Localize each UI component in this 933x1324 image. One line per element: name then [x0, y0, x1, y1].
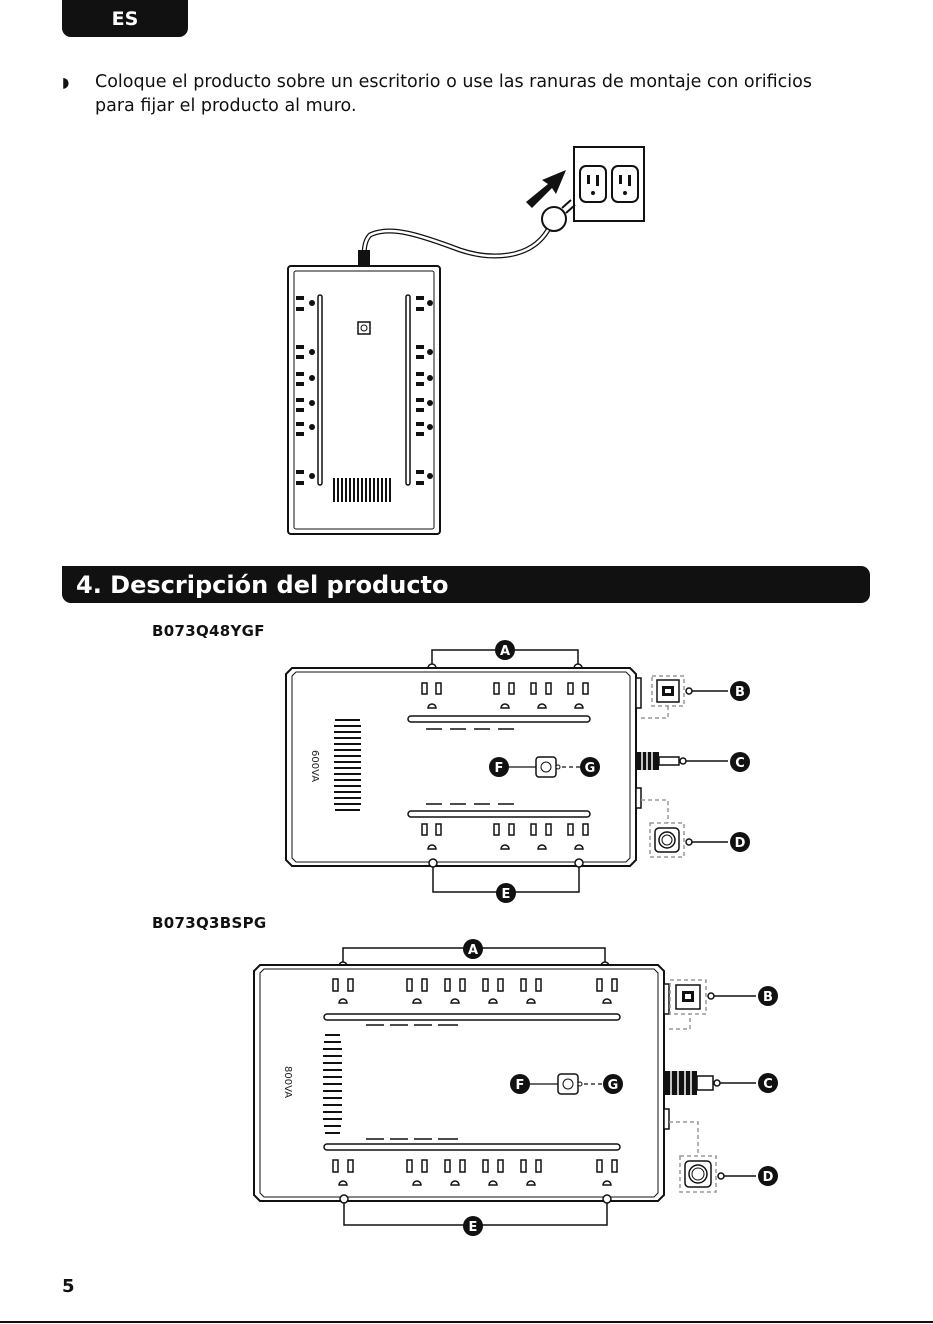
section-title: 4. Descripción del producto: [62, 566, 870, 603]
callout-g-2: G: [608, 1078, 619, 1093]
callout-f-2: F: [516, 1078, 525, 1093]
capacity-label-1: 600VA: [309, 750, 320, 782]
callout-c: C: [735, 756, 745, 771]
callout-a-2: A: [468, 943, 478, 958]
callout-b: B: [735, 685, 745, 700]
callout-g: G: [585, 761, 596, 776]
intro-bullet: ◗ Coloque el producto sobre un escritori…: [62, 70, 862, 118]
callout-b-2: B: [763, 990, 773, 1005]
bottom-rule: [0, 1321, 933, 1323]
callout-f: F: [495, 761, 504, 776]
callout-a: A: [500, 644, 510, 659]
product-diagram-2: A 800VA: [248, 934, 788, 1244]
callout-c-2: C: [763, 1077, 773, 1092]
callout-d: D: [735, 836, 746, 851]
callout-d-2: D: [763, 1170, 774, 1185]
model-name-1: B073Q48YGF: [152, 622, 265, 640]
capacity-label-2: 800VA: [282, 1066, 293, 1098]
language-tab: ES: [62, 0, 188, 37]
wall-mount-illustration: [280, 140, 660, 540]
product-diagram-1: A 600VA: [280, 638, 760, 903]
intro-text: Coloque el producto sobre un escritorio …: [95, 70, 855, 118]
callout-e: E: [502, 887, 511, 902]
callout-e-2: E: [469, 1220, 478, 1235]
page-number: 5: [62, 1276, 75, 1297]
bullet-icon: ◗: [62, 70, 95, 118]
model-name-2: B073Q3BSPG: [152, 914, 266, 932]
